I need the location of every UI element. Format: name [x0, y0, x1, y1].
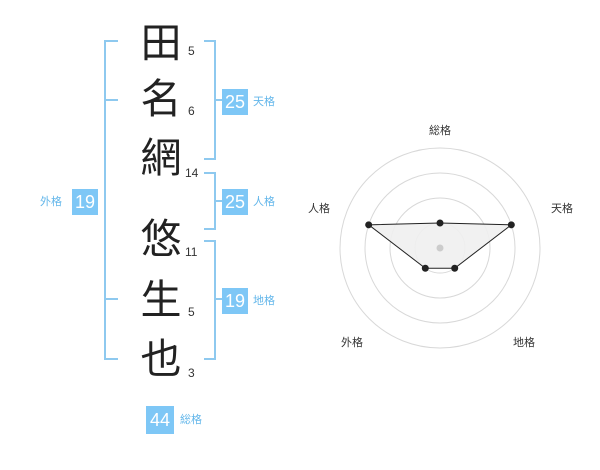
soukaku-badge: 44 — [146, 406, 174, 434]
bracket-tick — [214, 200, 222, 202]
radar-ring — [339, 147, 541, 349]
gaikaku-bracket — [104, 40, 118, 360]
radar-ring — [364, 172, 516, 324]
stroke-count-6: 3 — [188, 366, 195, 380]
chikaku-label: 地格 — [253, 294, 275, 307]
radar-axis-label-gaikaku: 外格 — [341, 335, 363, 349]
bracket-tick — [104, 99, 118, 101]
radar-point — [421, 264, 429, 272]
name-char-3: 網 — [140, 134, 182, 182]
bracket-tick — [214, 99, 222, 101]
radar-points — [365, 219, 515, 272]
jinkaku-badge: 25 — [222, 189, 248, 215]
chikaku-bracket — [204, 240, 216, 360]
radar-point — [507, 221, 515, 229]
chikaku-badge: 19 — [222, 288, 248, 314]
stroke-count-1: 5 — [188, 44, 195, 58]
tenkaku-label: 天格 — [253, 95, 275, 108]
name-char-4: 悠 — [140, 215, 182, 263]
stroke-count-3: 14 — [185, 166, 199, 180]
radar-axis-label-soukaku: 総格 — [429, 123, 451, 137]
radar-axis-label-tenkaku: 天格 — [551, 201, 573, 215]
name-char-2: 名 — [140, 75, 182, 123]
name-char-6: 也 — [140, 335, 182, 383]
radar-point — [365, 221, 373, 229]
stroke-count-2: 6 — [188, 104, 195, 118]
radar-axis-label-jinkaku: 人格 — [308, 201, 330, 215]
name-char-5: 生 — [140, 276, 182, 324]
stroke-count-5: 5 — [188, 305, 195, 319]
gaikaku-label: 外格 — [40, 195, 62, 208]
gaikaku-badge: 19 — [72, 189, 98, 215]
radar-axis-label-chikaku: 地格 — [513, 335, 535, 349]
radar-ring — [389, 197, 491, 299]
tenkaku-badge: 25 — [222, 89, 248, 115]
bracket-tick — [214, 298, 222, 300]
soukaku-label: 総格 — [180, 413, 202, 426]
radar-center-dot — [436, 244, 444, 252]
radar-point — [451, 264, 459, 272]
jinkaku-label: 人格 — [253, 195, 275, 208]
bracket-tick — [104, 298, 118, 300]
name-char-1: 田 — [140, 19, 182, 67]
stroke-count-4: 11 — [185, 245, 198, 259]
radar-point — [436, 219, 444, 227]
